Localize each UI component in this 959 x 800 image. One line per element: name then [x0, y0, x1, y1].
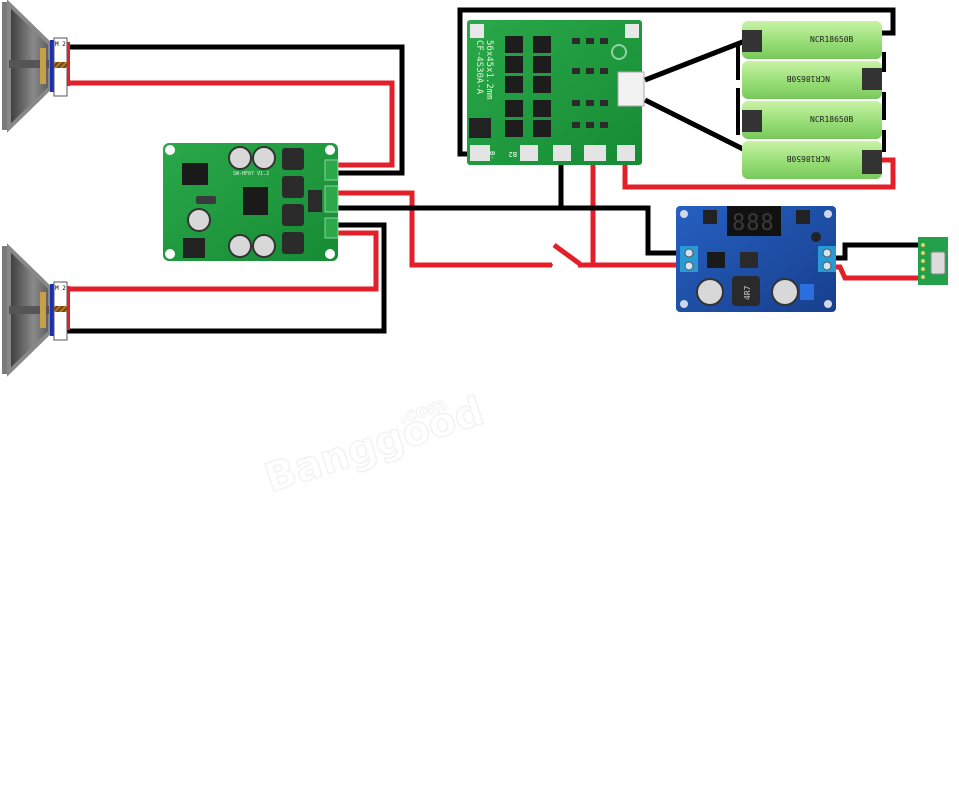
wire-speaker2-negative — [67, 222, 387, 334]
wire-speaker1-negative — [67, 44, 405, 176]
watermark: Banggood .com — [259, 388, 490, 503]
bms-pad-b2: B2 — [509, 150, 517, 158]
battery-cell: NCR18650B — [742, 101, 882, 139]
switch-lever — [552, 242, 582, 267]
amplifier-silkscreen: SW-HF07 V1.2 — [233, 171, 269, 177]
boost-display: 888 — [732, 211, 775, 236]
boost-inductor-label: 4R7 — [743, 285, 752, 300]
wire-speaker1-positive — [67, 80, 395, 168]
cell-model-label: NCR18650B — [786, 74, 830, 83]
cell-model-label: NCR18650B — [810, 115, 854, 124]
wire-balance-1 — [644, 38, 746, 83]
battery-cell: NCR18650B — [742, 61, 882, 99]
wire-balance-2 — [643, 97, 747, 153]
wire-amp-positive — [333, 190, 552, 268]
battery-pack: NCR18650B NCR18650B NCR18650B NCR18650B — [742, 21, 882, 179]
usb-breakout — [918, 237, 948, 285]
wire-speaker2-positive — [67, 230, 379, 292]
battery-cell: NCR18650B — [742, 141, 882, 179]
bms-pad-bminus: B- — [488, 151, 496, 159]
bms-board: CF-4S30A-A 56x45x1.2mm B- B2 — [467, 20, 645, 165]
speaker-bottom: M 2 — [2, 243, 70, 377]
wires — [67, 7, 925, 334]
wire-bms-bplus — [622, 150, 896, 190]
speaker-top: M 2 — [2, 0, 70, 133]
watermark-brand: Banggood — [259, 388, 489, 502]
wire-amp-negative — [333, 205, 690, 256]
battery-cell: NCR18650B — [742, 21, 882, 59]
power-switch — [551, 264, 553, 266]
speaker-bottom-terminal-label: M 2 — [55, 285, 66, 292]
cell-model-label: NCR18650B — [786, 154, 830, 163]
bms-silkscreen-line2: 56x45x1.2mm — [484, 40, 494, 100]
wire-bms-bminus — [457, 7, 896, 157]
amplifier-board: SW-HF07 V1.2 — [163, 143, 339, 261]
wire-usb-positive — [828, 264, 925, 281]
boost-converter: 888 4R7 — [676, 206, 836, 312]
speaker-top-terminal-label: M 2 — [55, 41, 66, 48]
wire-usb-negative — [828, 242, 925, 261]
cell-model-label: NCR18650B — [810, 35, 854, 44]
bms-silkscreen-line1: CF-4S30A-A — [474, 40, 484, 95]
